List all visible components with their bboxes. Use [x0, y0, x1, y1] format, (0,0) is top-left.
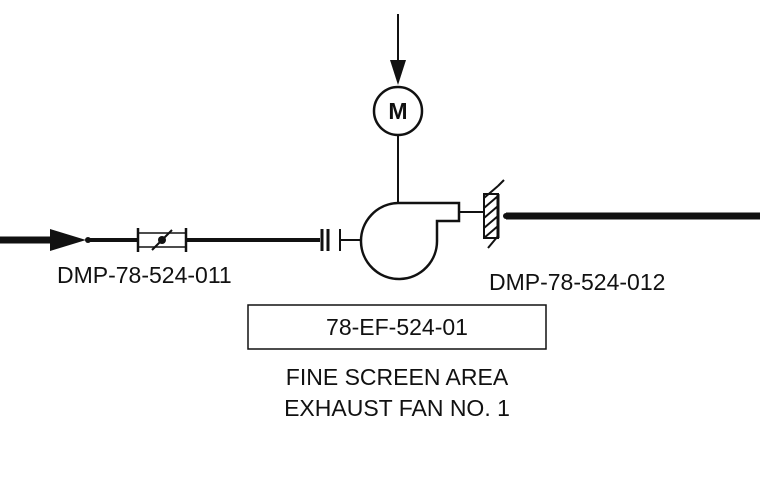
fan-tag-box [247, 304, 547, 350]
fan-tag: 78-EF-524-01 [326, 314, 468, 340]
motor-letter: M [388, 98, 407, 124]
inlet-flow-arrow [50, 229, 86, 251]
fan-description-line1: FINE SCREEN AREA [286, 364, 509, 390]
outlet-damper-tag: DMP-78-524-012 [489, 269, 665, 295]
inlet-damper-symbol [136, 228, 188, 252]
flex-connector-symbol [320, 229, 362, 251]
power-feed-arrow [390, 60, 406, 85]
inlet-damper-tag: DMP-78-524-011 [57, 262, 232, 288]
fan-housing [359, 201, 461, 281]
outlet-damper-symbol [483, 179, 505, 249]
fan-description-line2: EXHAUST FAN NO. 1 [284, 395, 510, 421]
